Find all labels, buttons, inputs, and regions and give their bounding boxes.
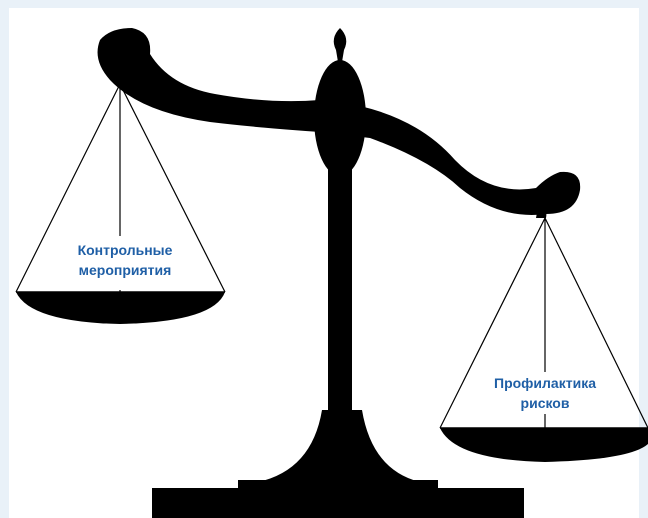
left-pan-label: Контрольные мероприятия	[40, 240, 210, 280]
scale-pillar	[328, 160, 352, 410]
scale-right-hook	[536, 196, 547, 218]
scale-beam	[97, 28, 581, 215]
scale-right-pan	[440, 428, 648, 462]
left-pan-label-line1: Контрольные	[77, 242, 173, 258]
scale-foot	[258, 410, 420, 482]
left-pan-label-line2: мероприятия	[78, 262, 172, 278]
right-pan-label-line2: рисков	[520, 395, 570, 411]
scale-finial	[333, 28, 347, 62]
right-pan-label-line1: Профилактика	[494, 375, 596, 391]
scale-base-step	[238, 480, 438, 492]
scale-left-pan	[16, 292, 225, 324]
right-pan-label: Профилактика рисков	[460, 373, 630, 413]
scale-left-hook	[118, 69, 136, 90]
scale-base	[152, 488, 524, 518]
